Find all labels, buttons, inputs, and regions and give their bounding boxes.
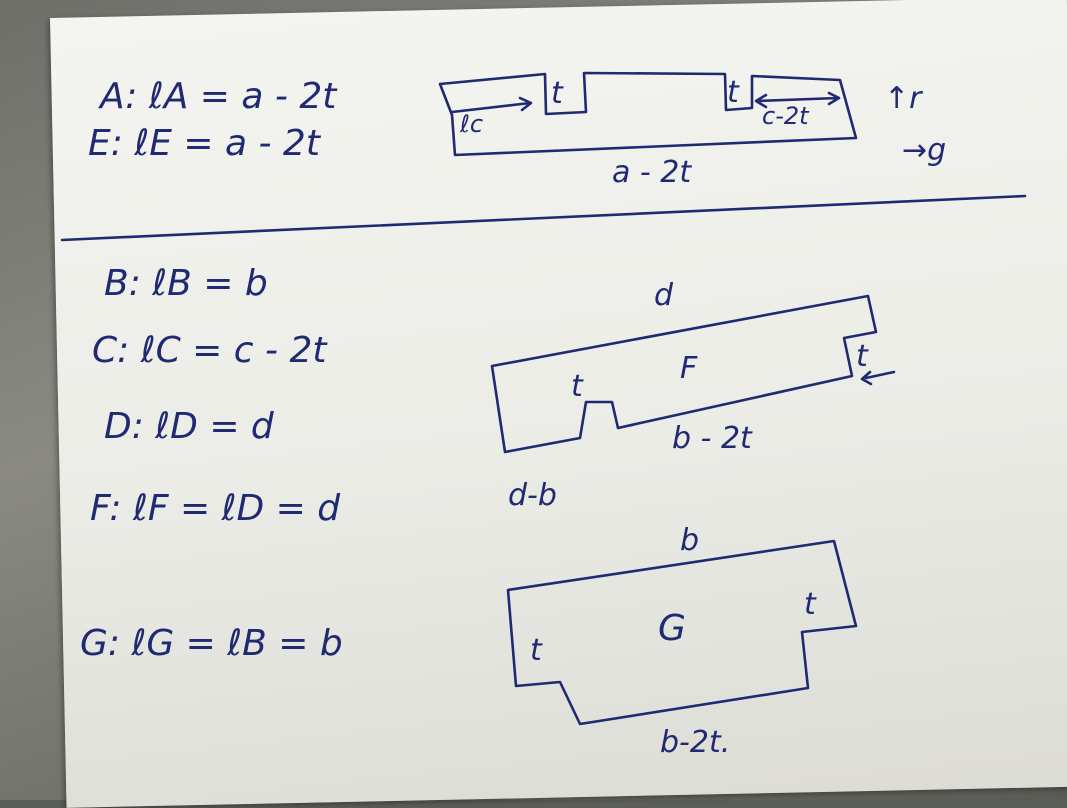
label-t-left: t (551, 76, 564, 111)
label-t-mid: t (571, 369, 584, 404)
part-ae-outline (438, 71, 858, 157)
label-lc: ℓc (459, 110, 483, 138)
equation-b: B: ℓB = b (104, 263, 268, 304)
t-arrow-f (860, 370, 896, 386)
part-g-outline (506, 539, 858, 726)
equation-g: G: ℓG = ℓB = b (80, 623, 343, 664)
label-d-b: d-b (508, 478, 557, 513)
label-t-right: t (727, 75, 740, 110)
axis-g: →g (902, 133, 946, 168)
label-a2t: a - 2t (612, 155, 692, 190)
part-f-outline (490, 294, 878, 454)
label-t-g-right: t (804, 587, 817, 622)
label-d-top: d (654, 278, 674, 313)
equation-c: C: ℓC = c - 2t (92, 330, 328, 371)
equation-f: F: ℓF = ℓD = d (90, 488, 341, 529)
equation-e: E: ℓE = a - 2t (88, 123, 322, 164)
divider-line (60, 194, 1027, 242)
lc-arrow (450, 96, 533, 114)
label-c2t: c-2t (762, 102, 810, 130)
label-G: G (658, 608, 686, 649)
label-b2t-g: b-2t. (660, 725, 730, 760)
label-t-f-right: t (856, 339, 869, 374)
label-b2t-f: b - 2t (672, 421, 753, 456)
axis-r: ↑r (884, 81, 923, 116)
equation-d: D: ℓD = d (104, 406, 275, 447)
label-F: F (680, 351, 698, 386)
c2t-arrow (754, 91, 841, 109)
label-b-top: b (680, 523, 699, 558)
equation-a: A: ℓA = a - 2t (98, 76, 338, 117)
label-t-g-left: t (530, 633, 543, 668)
